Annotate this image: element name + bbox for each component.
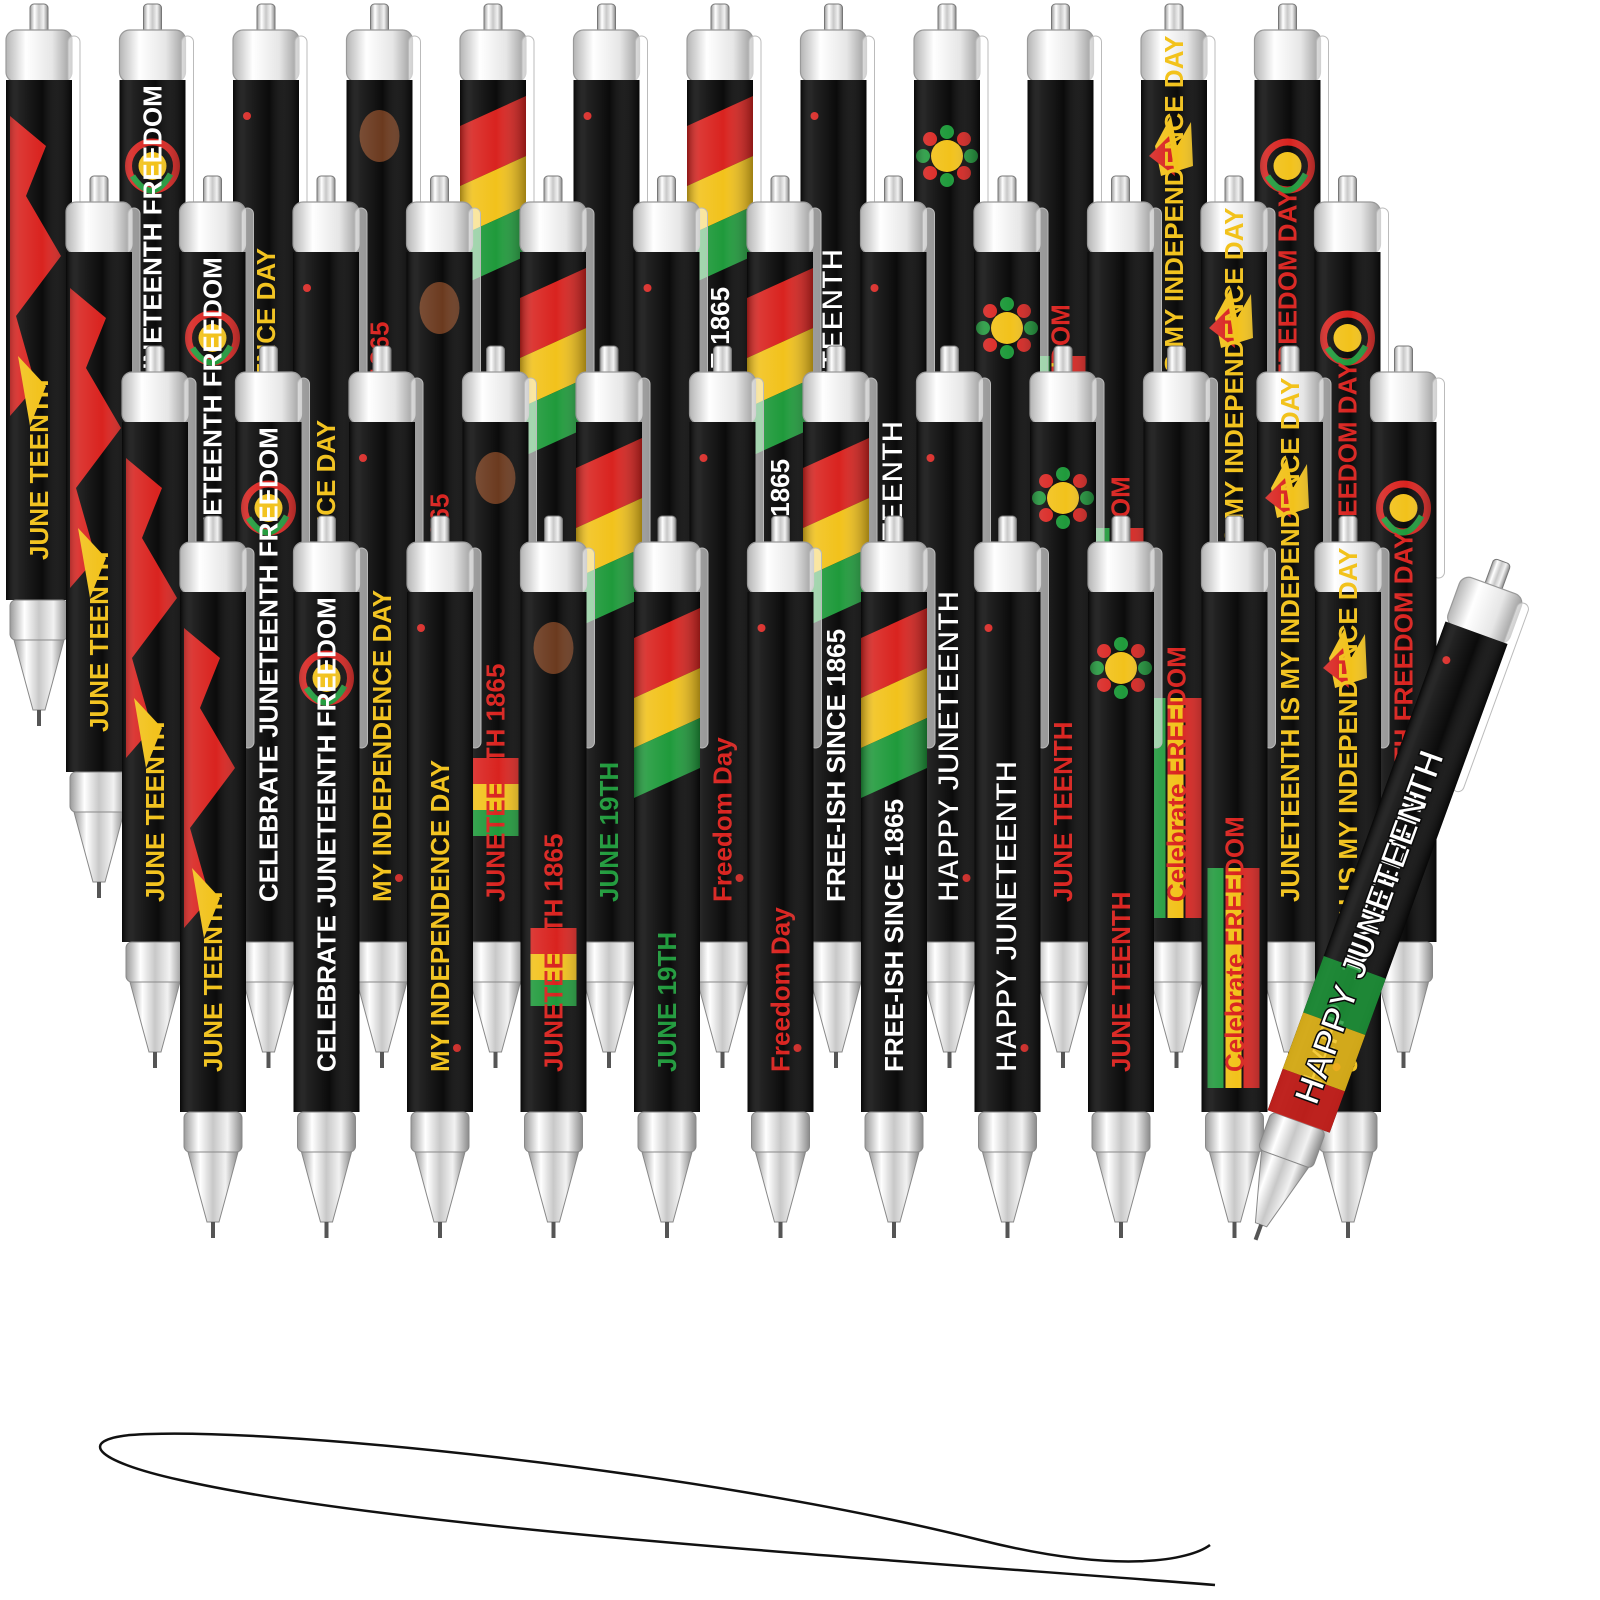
- pen-row-4: JUNE TEENTH CELEBRATE JUNETEENTH FREEDOM M…: [179, 515, 1390, 1238]
- ink-scribble: [98, 1432, 1216, 1587]
- pen-barrel: JUNE 19TH: [634, 592, 700, 1112]
- pen-barrel: JUNETEENTH 1865: [520, 592, 587, 1112]
- pen: CELEBRATE JUNETEENTH FREEDOM: [292, 515, 368, 1238]
- pen-barrel: CELEBRATE JUNETEENTH FREEDOM: [293, 592, 360, 1112]
- pen: JUNE TEENTH: [121, 345, 197, 1068]
- pen: HAPPY JUNETEENTH: [915, 345, 991, 1068]
- pen: FREE-ISH SINCE 1865: [860, 515, 936, 1238]
- pen-barrel: HAPPY JUNETEENTH: [916, 422, 983, 942]
- pen: JUNE TEENTH: [5, 3, 81, 726]
- pen-barrel: JUNE TEENTH: [66, 252, 132, 772]
- pen: JUNE TEENTH: [179, 515, 255, 1238]
- pen-barrel: JUNE TEENTH: [6, 80, 72, 600]
- pen-barrel: HAPPY JUNETEENTH: [974, 592, 1041, 1112]
- pen-barrel: JUNE TEENTH: [122, 422, 188, 942]
- pen: MY INDEPENDENCE DAY: [406, 515, 482, 1238]
- pen-barrel: Freedom Day: [747, 592, 814, 1112]
- pen: FREE-ISH SINCE 1865: [802, 345, 878, 1068]
- pen-barrel: FREE-ISH SINCE 1865: [803, 422, 869, 942]
- pen: HAPPY JUNETEENTH: [973, 515, 1049, 1238]
- pen: JUNE TEENTH: [1087, 515, 1163, 1238]
- pen-barrel: Celebrate FREEDOM: [1201, 592, 1268, 1112]
- pen: Freedom Day: [746, 515, 822, 1238]
- featured-band: [1267, 955, 1386, 1133]
- pen: Celebrate FREEDOM: [1200, 515, 1276, 1238]
- pen-barrel: FREE-ISH SINCE 1865: [861, 592, 927, 1112]
- pen: JUNE 19TH: [633, 515, 709, 1238]
- pen: JUNE TEENTH: [65, 175, 141, 898]
- pen: JUNETEENTH 1865: [519, 515, 595, 1238]
- pen-barrel: MY INDEPENDENCE DAY: [407, 592, 473, 1112]
- pen-barrel: JUNE TEENTH: [1088, 592, 1154, 1112]
- pen-barrel: JUNE TEENTH: [180, 592, 246, 1112]
- pen: MY INDEPENDENCE DAY: [348, 345, 424, 1068]
